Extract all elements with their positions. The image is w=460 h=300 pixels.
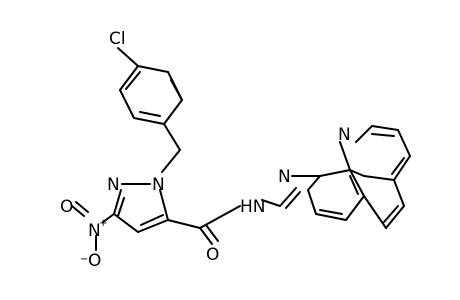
pyrazole-n1-atom: N — [152, 175, 165, 195]
nitro-minus-charge: − — [80, 254, 88, 265]
bonds — [71, 47, 411, 251]
quinoline-nitrogen-atom: N — [338, 125, 351, 145]
hydrazide-nh-atom: HN — [240, 197, 266, 217]
atom-labels: Cl N N N + O O − O HN N N — [60, 29, 351, 271]
chlorine-atom: Cl — [109, 29, 126, 49]
imine-nitrogen-atom: N — [278, 167, 291, 187]
nitro-nitrogen-atom: N — [88, 221, 101, 241]
amide-oxygen-atom: O — [206, 245, 219, 265]
nitro-oxygen-double: O — [60, 197, 73, 217]
pyrazole-n2-atom: N — [107, 175, 120, 195]
nitro-oxygen-single: O — [88, 251, 101, 271]
nitro-plus-charge: + — [99, 218, 107, 229]
